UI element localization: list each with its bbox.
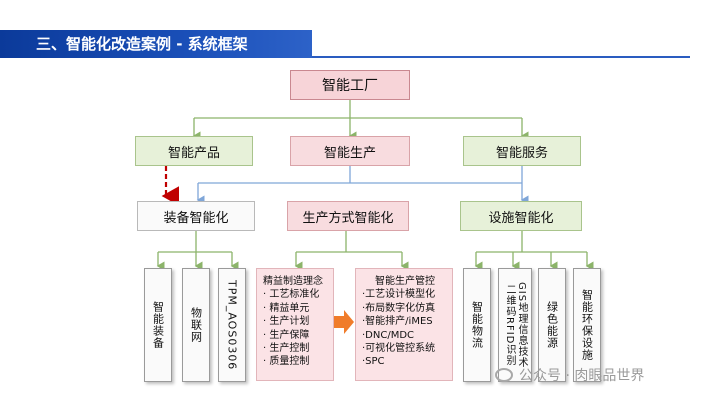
list-item: ·SPC [362, 356, 385, 368]
orange-arrow-icon [334, 310, 354, 334]
list-item: ·智能排产/iMES [362, 316, 433, 328]
list-item: ·DNC/MDC [362, 329, 415, 341]
node-smart-service: 智能服务 [463, 136, 581, 166]
list-item: ·布局数字化仿真 [362, 302, 436, 314]
node-facility-intelligence: 设施智能化 [460, 201, 582, 231]
item-smart-logistics: 智能物流 [463, 268, 491, 382]
node-smart-product: 智能产品 [135, 136, 253, 166]
watermark-text: 公众号 · 肉眼品世界 [519, 368, 645, 384]
root-node: 智能工厂 [290, 70, 410, 100]
item-smart-equipment: 智能装备 [144, 268, 172, 382]
item-tpm: TPM_AOS0306 [218, 268, 246, 382]
item-smart-environmental: 智能环保设施 [573, 268, 601, 382]
lean-manufacturing-list: 精益制造理念 · 工艺标准化 · 精益单元 · 生产计划 · 生产保障 · 生产… [256, 268, 334, 381]
list-item: ·可视化管控系统 [362, 343, 436, 355]
list-item: · 工艺标准化 [263, 289, 320, 301]
node-smart-production: 智能生产 [290, 136, 410, 166]
control-header: 智能生产管控 [375, 276, 435, 287]
lean-header: 精益制造理念 [263, 276, 323, 287]
wechat-icon [495, 368, 513, 382]
section-title: 三、智能化改造案例 - 系统框架 [0, 30, 312, 58]
list-item: · 生产计划 [263, 316, 310, 328]
item-green-energy: 绿色能源 [538, 268, 566, 382]
title-underline [312, 56, 690, 58]
node-equipment-intelligence: 装备智能化 [137, 201, 255, 231]
list-item: · 生产保障 [263, 329, 310, 341]
list-item: · 质量控制 [263, 356, 310, 368]
list-item: ·工艺设计模型化 [362, 289, 436, 301]
item-iot: 物联网 [182, 268, 210, 382]
watermark: 公众号 · 肉眼品世界 [495, 365, 644, 385]
node-production-method-intelligence: 生产方式智能化 [287, 201, 409, 231]
list-item: · 生产控制 [263, 343, 310, 355]
list-item: · 精益单元 [263, 302, 310, 314]
smart-control-list: 智能生产管控 ·工艺设计模型化 ·布局数字化仿真 ·智能排产/iMES ·DNC… [355, 268, 453, 381]
